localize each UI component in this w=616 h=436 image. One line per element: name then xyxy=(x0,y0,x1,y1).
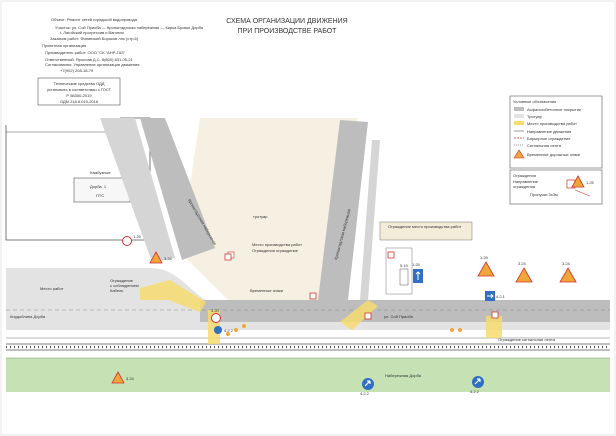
legend-title: Условные обозначения xyxy=(513,99,556,104)
norms-line: ОДМ 218.6.019-2016 xyxy=(60,99,99,104)
legend: Условные обозначения Асфальтобетонное по… xyxy=(509,95,603,169)
legend-item: Временные дорожные знаки xyxy=(527,152,580,157)
triangle-warning-icon xyxy=(111,371,125,384)
left-fence-note: с соблюдением xyxy=(110,283,139,288)
header-line: Проектная организация xyxy=(42,43,86,48)
left-fence-note: Кабель xyxy=(110,288,123,293)
street-label-left: Кирдоблина Дорба xyxy=(10,314,46,319)
speed-limit-icon xyxy=(122,236,132,246)
sign-8: 4.2.2 xyxy=(470,376,484,394)
traffic-cone-icon xyxy=(226,324,462,336)
right-bottom-note: Ограждение сигнальная лента xyxy=(498,337,556,342)
sign-6: 3.24 xyxy=(515,261,533,283)
sign-code: 3.24 xyxy=(562,261,571,266)
header-line: Заказчик работ: Финанский Бороков ллс (с… xyxy=(50,36,139,41)
sign-code: 4.2.2 xyxy=(360,391,370,396)
fence-notes: Ограждения Направление ограждения Пропус… xyxy=(509,169,603,205)
norms-line: Р 58350-2019 xyxy=(66,93,92,98)
sign-code: 3.24 xyxy=(126,376,135,381)
embankment-road-right xyxy=(318,120,380,300)
norms-line: Технические средства ОДД xyxy=(54,81,105,86)
sign-3: 3.20 xyxy=(211,308,221,323)
arrow-direction-icon xyxy=(399,268,409,286)
center-note-text: Место производства работ xyxy=(252,242,302,247)
sign-5: 1.25 xyxy=(477,255,495,277)
legend-item: Сигнальная лента xyxy=(527,143,562,148)
triangle-warning-icon xyxy=(571,175,585,188)
triangle-warning-icon xyxy=(515,267,533,283)
center-note-sub: Ограждения ограждение xyxy=(252,248,299,253)
header-line: Участок: ул. Сой Приоба — Кронштадтская … xyxy=(55,25,204,30)
header-line: Согласованно: Управление организации дви… xyxy=(45,62,139,67)
norms-box: Технические средства ОДД установить в со… xyxy=(37,77,121,106)
sign-code: 4.2.2 xyxy=(224,328,234,333)
sign-10: 4.2.1 xyxy=(485,291,506,301)
sign-code: 3.24 xyxy=(518,261,527,266)
shed-label: ПТС xyxy=(96,193,104,198)
title-line1: СХЕМА ОРГАНИЗАЦИИ ДВИЖЕНИЯ xyxy=(226,18,347,25)
arrow-direction-icon xyxy=(214,326,222,334)
title-line2: ПРИ ПРОИЗВОДСТВЕ РАБОТ xyxy=(238,28,338,35)
header-line: +7(902) 208-18-79 xyxy=(60,68,94,73)
header-line: Производитель работ: ООО "СК "АНР-ГАЗ" xyxy=(45,50,126,55)
sign-code: 3.20 xyxy=(211,308,220,313)
bottom-mid-note: Временные знаки xyxy=(250,288,283,293)
sign-2: 1.25 xyxy=(122,234,142,246)
sign-code: 5.19 xyxy=(400,263,409,268)
green-strip xyxy=(6,358,610,392)
street-label-bottom: ул. Сой Приоба xyxy=(384,314,414,319)
sidewalk-label: тротуар xyxy=(253,214,268,219)
fence-line: Направление xyxy=(513,179,539,184)
left-fence-note: Ограждение xyxy=(110,278,134,283)
right-strip-label: Ограждение место производства работ xyxy=(388,224,461,229)
header-line: Объект: Ремонт сетей городской водопрово… xyxy=(51,17,138,22)
fence-line: ограждения xyxy=(513,184,535,189)
sign-9: 1.25 xyxy=(412,262,423,283)
sign-code: 3.24 xyxy=(164,256,173,261)
legend-item: Направление движения xyxy=(527,129,571,134)
rail-track xyxy=(6,343,610,351)
sign-code: 1.25 xyxy=(412,262,421,267)
header-info: Объект: Ремонт сетей городской водопрово… xyxy=(42,17,204,73)
sign-1: 3.24 xyxy=(149,251,173,264)
sign-13: 3.24 xyxy=(111,371,135,384)
sign-code: 4.2.2 xyxy=(470,389,480,394)
legend-item: Место производства работ xyxy=(527,121,577,126)
fence-title: Ограждения xyxy=(513,173,536,178)
triangle-warning-icon xyxy=(149,251,163,264)
legend-item: Асфальтобетонное покрытие xyxy=(527,107,582,112)
sign-code: 1.25 xyxy=(480,255,489,260)
norms-line: установить в соответствии с ГОСТ xyxy=(47,87,112,92)
sign-7: 3.24 xyxy=(559,261,577,283)
sign-code: 1.25 xyxy=(133,234,142,239)
shed-label: Дорба, 1 xyxy=(90,184,107,189)
legend-item: Барьерное ограждение xyxy=(527,136,571,141)
header-line: Ответственный: Ярослав Д.С. 8(800) 831-0… xyxy=(45,57,134,62)
left-work-note: Место работ xyxy=(40,286,64,291)
embankment-road-left xyxy=(100,118,215,262)
speed-limit-icon xyxy=(211,313,221,323)
header-line: г. Лагойский прогрессив и Вагония xyxy=(60,30,124,35)
fence-markers xyxy=(224,251,499,320)
triangle-warning-icon xyxy=(477,261,495,277)
fence-line: Пропуски 3х3м xyxy=(530,192,558,197)
sign-4: 4.2.2 xyxy=(360,378,374,396)
work-area xyxy=(180,118,357,300)
shed xyxy=(73,177,131,203)
sign-code: 1.25 xyxy=(586,180,595,185)
triangle-warning-icon xyxy=(559,267,577,283)
legend-item: Тротуар xyxy=(527,114,543,119)
bottom-bar-label: Набережная Дорба xyxy=(385,373,422,378)
sign-14: 1.25 xyxy=(571,175,595,188)
arrow-direction-icon xyxy=(472,376,484,388)
sign-code: 4.2.1 xyxy=(496,294,506,299)
sign-11: 5.19 xyxy=(399,263,409,286)
arrow-direction-icon xyxy=(362,378,374,390)
shed-label: Камбузные xyxy=(90,170,111,175)
sign-12: 4.2.2 xyxy=(214,326,234,334)
